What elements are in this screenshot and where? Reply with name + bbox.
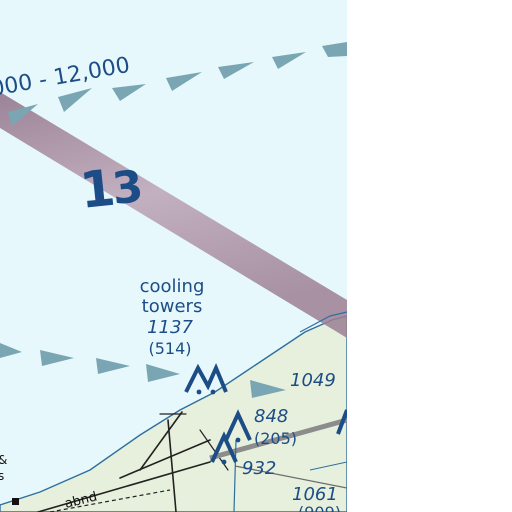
- obstacle-label-line1: cooling: [140, 276, 205, 297]
- obstacle-agl-514: (514): [148, 339, 191, 358]
- left-edge-fragment-2: s: [0, 469, 4, 483]
- left-edge-fragment-1: &: [0, 453, 7, 467]
- wind-arrows-upper: [8, 42, 347, 126]
- group-obstruction-icon[interactable]: [184, 362, 228, 395]
- obstacle-label-line2: towers: [142, 296, 203, 317]
- town-marker: [12, 498, 19, 505]
- obstacle-msl-1049: 1049: [290, 370, 336, 391]
- obstruction-icon-848[interactable]: [224, 409, 252, 443]
- road-thin: [234, 465, 347, 489]
- obstruction-icon-1049[interactable]: [336, 409, 347, 435]
- obstacle-msl-848: 848: [254, 406, 288, 427]
- sectional-chart[interactable]: 000 - 12,000 1 3 cooling towers 1137 (51…: [0, 0, 347, 512]
- obstacle-agl-205: (205): [254, 429, 297, 448]
- obstacle-msl-1061: 1061: [292, 484, 338, 505]
- wind-arrows-lower: [0, 343, 286, 398]
- airway-band: [0, 92, 347, 338]
- shore-inlet-2: [309, 461, 347, 471]
- sector-number-suffix: 3: [110, 161, 146, 215]
- obstacle-msl-1137: 1137: [147, 317, 193, 338]
- obstacle-agl-909: (909): [298, 503, 341, 512]
- obstacle-msl-932: 932: [242, 458, 276, 479]
- sector-number-prefix: 1: [77, 159, 118, 220]
- obstruction-icon-932[interactable]: [210, 431, 238, 465]
- abandoned-rail: [49, 489, 171, 512]
- road-network: [37, 411, 229, 512]
- stream: [233, 439, 237, 512]
- shore-inlet: [299, 311, 347, 333]
